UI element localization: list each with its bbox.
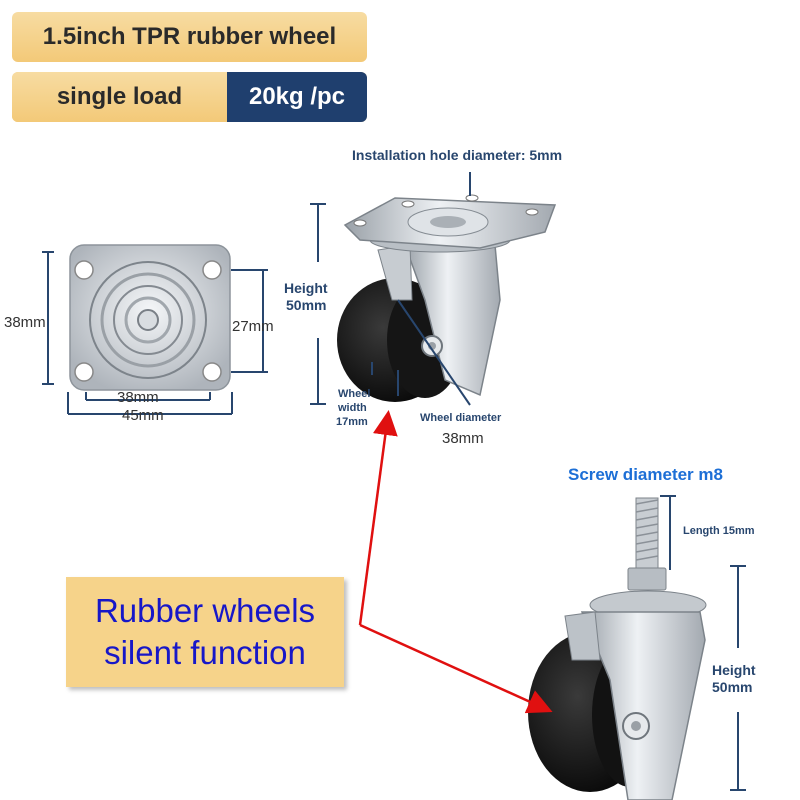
wheel-width-label-3: 17mm [336, 416, 368, 428]
plate-caster-image [310, 172, 557, 406]
load-value: 20kg /pc [227, 72, 367, 122]
wheel-diameter-label: Wheel diameter [420, 412, 502, 424]
load-badge: single load 20kg /pc [12, 72, 367, 122]
plate-width-inner-label: 38mm [117, 389, 159, 406]
top-plate-view [42, 244, 268, 415]
screw-diameter-label: Screw diameter m8 [568, 465, 723, 484]
load-label: single load [12, 72, 227, 122]
pointer-arrows [358, 410, 553, 714]
top-height-label-1: Height [284, 280, 328, 296]
stem-length-label: Length 15mm [683, 525, 755, 537]
callout-line-1: Rubber wheels [94, 592, 316, 629]
screw-height-label-1: Height [712, 662, 756, 678]
plate-height-right-label: 27mm [232, 318, 274, 335]
wheel-width-label-1: Wheel [338, 388, 371, 400]
plate-height-left-label: 38mm [4, 314, 46, 331]
wheel-width-label-2: width [338, 402, 367, 414]
wheel-diameter-value: 38mm [442, 430, 484, 447]
plate-width-outer-label: 45mm [122, 407, 164, 424]
feature-callout: Rubber wheels silent function [66, 577, 344, 687]
top-height-label-2: 50mm [286, 297, 327, 313]
callout-line-2: silent function [104, 634, 306, 671]
product-title-badge: 1.5inch TPR rubber wheel [12, 12, 367, 62]
installation-hole-label: Installation hole diameter: 5mm [352, 147, 563, 163]
screw-height-label-2: 50mm [712, 679, 753, 695]
screw-caster-image [528, 495, 746, 800]
product-title: 1.5inch TPR rubber wheel [42, 23, 337, 50]
